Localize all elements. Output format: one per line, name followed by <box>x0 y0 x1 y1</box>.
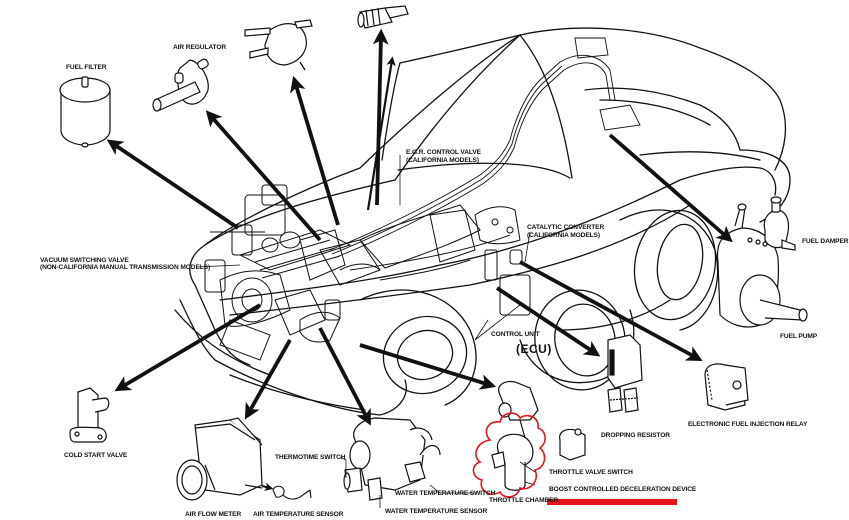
label-throttle-chamber: THROTTLE CHAMBER <box>489 497 559 504</box>
cold-start-valve-drawing <box>69 387 110 443</box>
arrow-fuel-filter <box>106 139 240 230</box>
highlight-marks <box>472 412 677 505</box>
arrow-injector <box>372 28 389 206</box>
fuel-filter-drawing <box>59 76 111 148</box>
arrow-control-unit <box>495 286 601 357</box>
bcdd-underline <box>547 499 677 505</box>
thermostat-housing-drawing <box>343 417 441 501</box>
label-throttle-valve-switch: THROTTLE VALVE SWITCH <box>549 469 633 476</box>
label-fuel-damper: FUEL DAMPER <box>802 238 849 245</box>
label-air-flow-meter: AIR FLOW METER <box>185 511 242 518</box>
label-catalytic-converter: CATALYTIC CONVERTER <box>527 224 605 231</box>
throttle-chamber-highlight-cloud <box>472 412 546 498</box>
arrow-thermostat <box>318 327 371 426</box>
car-body <box>174 27 791 416</box>
throttle-chamber-drawing <box>491 380 539 491</box>
label-air-regulator: AIR REGULATOR <box>173 44 227 51</box>
label-cold-start-valve: COLD START VALVE <box>64 452 128 459</box>
air-flow-meter-drawing <box>176 417 263 501</box>
label-vacuum-switching-note: (NON-CALIFORNIA MANUAL TRANSMISSION MODE… <box>40 264 211 271</box>
engine-bay <box>204 184 531 361</box>
dropping-resistor-drawing <box>607 334 643 413</box>
air-regulator-drawing <box>152 58 209 112</box>
fuel-pump-assembly-drawing <box>716 196 808 328</box>
label-egr-note: (CALIFORNIA MODELS) <box>406 157 479 164</box>
label-egr-control-valve: E.G.R. CONTROL VALVE <box>406 149 481 156</box>
label-bcdd: BOOST CONTROLLED DECELERATION DEVICE <box>549 486 697 493</box>
air-temperature-sensor-drawing <box>272 485 312 500</box>
arrow-throttle-chamber <box>359 343 497 390</box>
label-thermotime-switch: THERMOTIME SWITCH <box>275 454 346 461</box>
arrow-air-temp <box>261 482 274 491</box>
arrow-fuel-damper <box>608 133 733 243</box>
label-efi-relay: ELECTRONIC FUEL INJECTION RELAY <box>688 421 808 428</box>
arrow-pressure-regulator <box>290 75 340 226</box>
label-fuel-filter: FUEL FILTER <box>66 64 107 71</box>
efi-relay-drawing <box>704 363 749 411</box>
arrow-egr-region <box>366 56 396 211</box>
label-water-temperature-switch: WATER TEMPERATURE SWITCH <box>395 490 496 497</box>
label-catalytic-note: (CALIFORNIA MODELS) <box>527 232 600 239</box>
pressure-regulator-drawing <box>244 19 313 71</box>
label-ecu: (ECU) <box>516 342 552 356</box>
arrow-air-flow-meter <box>244 339 292 420</box>
arrow-cold-start-valve <box>114 303 261 392</box>
pointer-arrows <box>106 28 733 491</box>
label-air-temperature-sensor: AIR TEMPERATURE SENSOR <box>253 511 344 518</box>
arrow-air-regulator <box>205 110 322 242</box>
throttle-valve-switch-drawing <box>559 428 586 461</box>
label-control-unit: CONTROL UNIT <box>491 331 540 338</box>
label-fuel-pump: FUEL PUMP <box>780 333 818 340</box>
label-dropping-resistor: DROPPING RESISTOR <box>601 432 670 439</box>
label-water-temperature-sensor: WATER TEMPERATURE SENSOR <box>385 508 488 515</box>
arrow-efi-relay <box>519 260 703 362</box>
injector-drawing <box>357 5 409 29</box>
label-vacuum-switching-valve: VACUUM SWITCHING VALVE <box>40 257 129 264</box>
